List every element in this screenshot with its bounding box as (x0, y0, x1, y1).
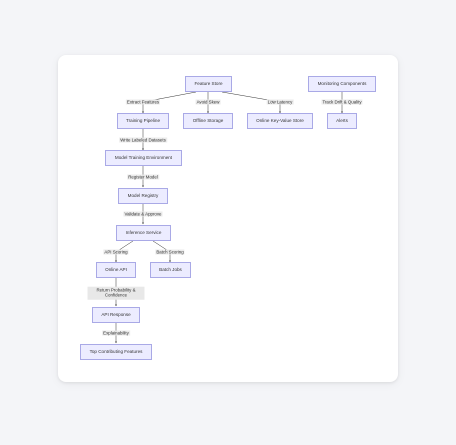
edge-label-avoid-skew: Avoid Skew (195, 99, 221, 105)
edge-label-write-labeled: Write Labeled Datasets (119, 137, 167, 143)
node-offline-storage: Offline Storage (183, 113, 233, 129)
node-training-pipeline: Training Pipeline (117, 113, 169, 129)
edge-label-register-model: Register Model (127, 174, 159, 180)
edge-label-api-scoring: API Scoring (103, 249, 129, 255)
node-online-kv-store: Online Key-Value Store (247, 113, 313, 129)
edge-label-explainability: Explainability (102, 330, 130, 336)
node-monitoring-components: Monitoring Components (308, 76, 376, 92)
node-model-training-environment: Model Training Environment (105, 150, 182, 166)
edge-label-track-drift: Track Drift & Quality (321, 99, 363, 105)
diagram-card (58, 55, 398, 382)
node-online-api: Online API (96, 262, 136, 278)
edge-label-low-latency: Low Latency (266, 99, 294, 105)
node-top-contributing-features: Top Contributing Features (80, 344, 152, 360)
edge-label-validate-approve: Validate & Approve (123, 211, 163, 217)
node-alerts: Alerts (327, 113, 357, 129)
edge-label-return-probability: Return Probability & Confidence (87, 286, 145, 300)
edge-label-extract-features: Extract Features (125, 99, 161, 105)
node-model-registry: Model Registry (118, 188, 168, 204)
node-inference-service: Inference Service (116, 225, 171, 241)
node-feature-store: Feature Store (185, 76, 232, 92)
node-api-response: API Response (92, 307, 140, 323)
edge-label-batch-scoring: Batch Scoring (155, 249, 185, 255)
node-batch-jobs: Batch Jobs (150, 262, 191, 278)
